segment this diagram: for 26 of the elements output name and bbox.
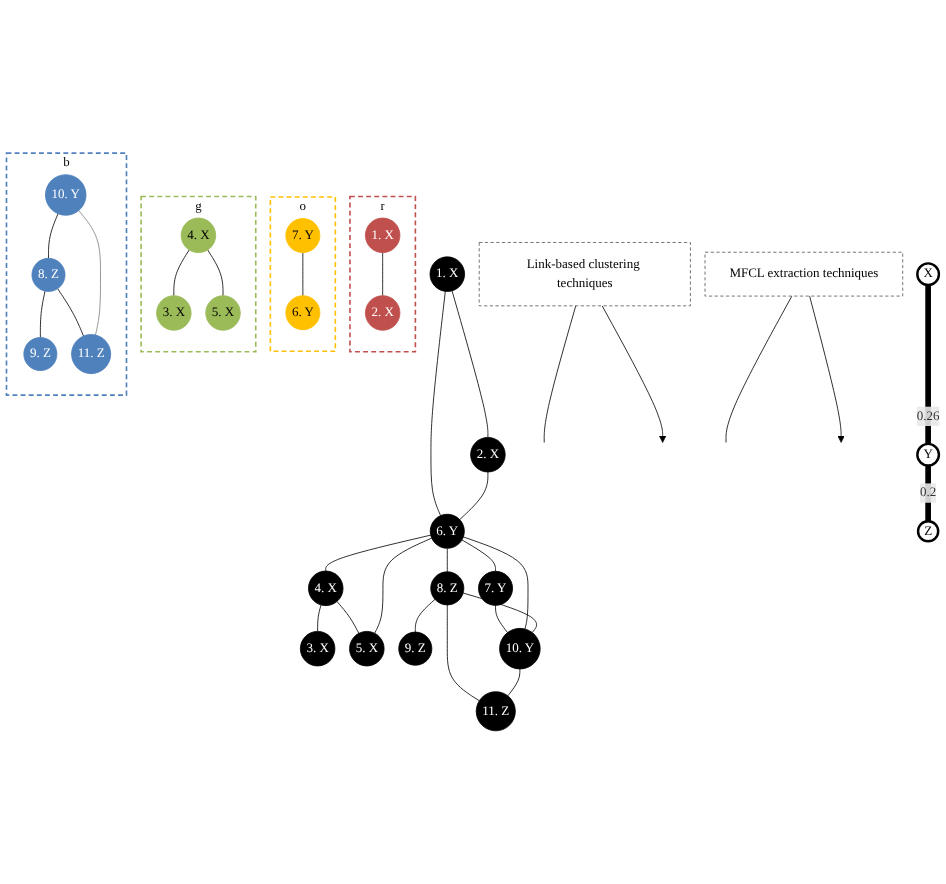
connector [507,668,521,697]
connector [925,465,931,522]
connector [78,210,101,336]
connector [462,592,537,633]
connector [446,547,448,573]
connector [451,290,489,438]
connector [57,288,84,337]
connector [336,601,360,634]
connector [39,290,46,338]
connector [317,604,322,632]
connector [382,252,384,297]
connector [374,537,433,634]
connector [459,471,489,520]
connector [207,249,224,297]
connector [462,536,529,630]
connector [325,534,432,572]
connector [495,605,508,633]
connector [430,290,446,516]
connector [414,599,436,633]
connector [925,284,931,444]
connector [461,539,496,572]
connector [725,295,793,443]
connector [173,249,190,297]
connector [543,305,577,443]
connector [48,213,59,259]
connector [446,604,480,702]
